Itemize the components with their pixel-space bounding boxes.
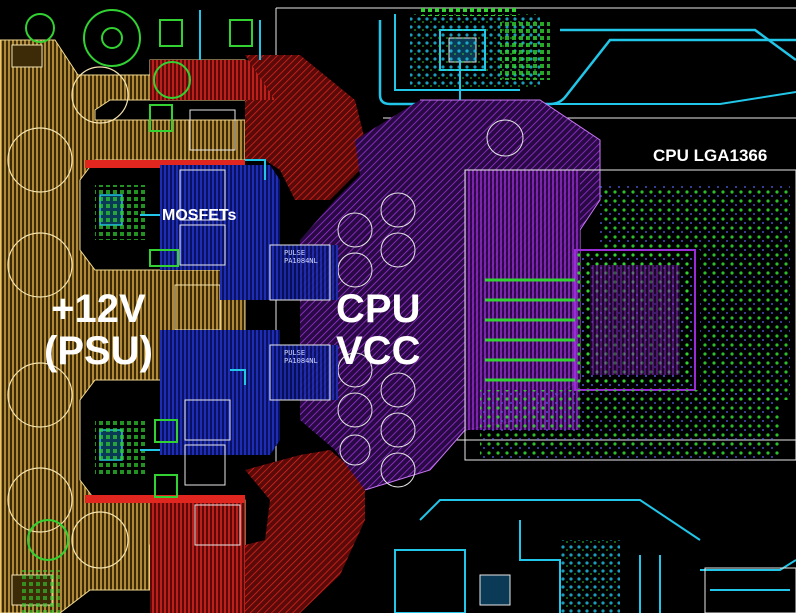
bottom-components xyxy=(20,540,796,613)
inductor-silkscreen-top: PULSE PA1084NL xyxy=(284,249,318,265)
mosfet-planes xyxy=(160,109,338,546)
cpu-socket-area xyxy=(464,169,796,461)
inductor-silkscreen-bottom: PULSE PA1084NL xyxy=(284,349,318,365)
cpu-vcc-plane xyxy=(300,99,601,491)
cpu-vcc-label: CPU VCC xyxy=(336,287,421,373)
switch-node-planes xyxy=(85,55,365,613)
pwm-controller-area xyxy=(378,8,796,106)
psu-12v-label: +12V (PSU) xyxy=(44,287,153,373)
driver-components xyxy=(25,9,253,561)
mosfets-label: MOSFETs xyxy=(162,207,237,224)
cpu-socket-label: CPU LGA1366 xyxy=(653,146,768,165)
